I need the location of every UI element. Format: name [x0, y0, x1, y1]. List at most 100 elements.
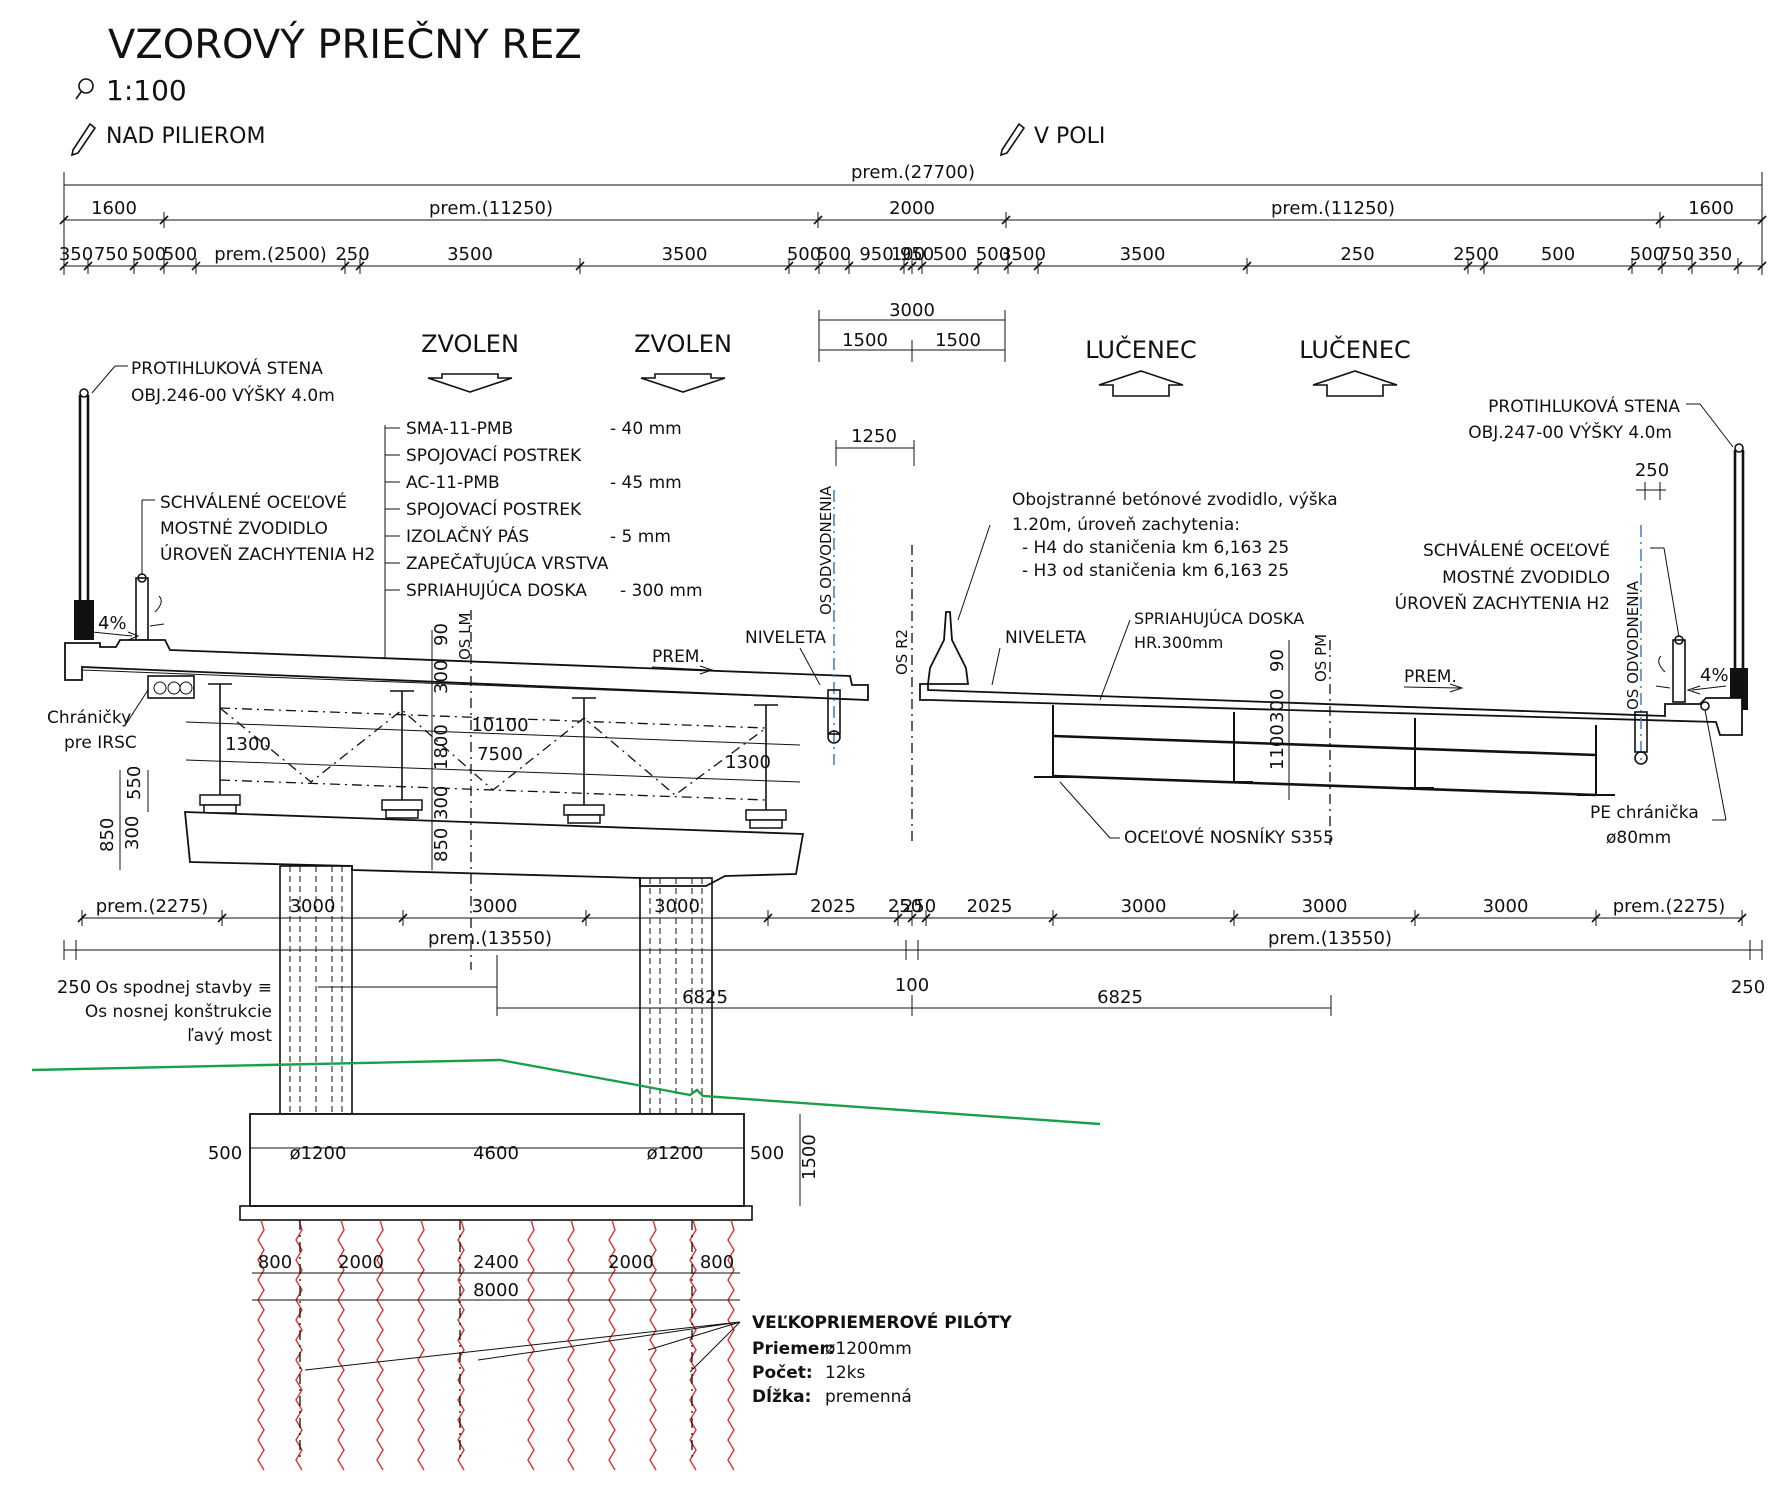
- dim-1300-right: 1300: [725, 752, 771, 773]
- noise-wall-right-line1: PROTIHLUKOVÁ STENA: [1488, 395, 1680, 417]
- axis-label-os-odvodnenia-right: OS ODVODNENIA: [1624, 580, 1642, 710]
- dim-median-label: 3000: [889, 300, 935, 321]
- dim-v1100: 1100: [1267, 724, 1288, 770]
- dim-1250-label: 1250: [851, 426, 897, 447]
- pile-3: [337, 1219, 345, 1471]
- layer-value-6: - 300 mm: [620, 581, 703, 601]
- drawing-title: VZOROVÝ PRIEČNY REZ: [108, 20, 582, 68]
- noise-wall-left-line2: OBJ.246-00 VÝŠKY 4.0m: [131, 384, 335, 406]
- axis-note-line1: Os spodnej stavby ≡: [96, 978, 272, 998]
- dim-row3-10: 950: [859, 244, 893, 265]
- dim-row3-14: 500: [976, 244, 1010, 265]
- pile-9: [608, 1219, 616, 1471]
- dim-bottom-8: 3000: [1121, 896, 1167, 917]
- chranicky-line2: pre IRSC: [64, 733, 137, 753]
- dim-row3-21: 750: [1660, 244, 1694, 265]
- pile-dim-2: 2000: [338, 1252, 384, 1273]
- layer-value-0: - 40 mm: [610, 419, 682, 439]
- pe-note-line2: ø80mm: [1606, 828, 1671, 848]
- piles-note-label-2: Počet:: [752, 1363, 813, 1383]
- guardrail-left: SCHVÁLENÉ OCEĽOVÉ MOSTNÉ ZVODIDLO ÚROVEŇ…: [135, 491, 375, 641]
- dim-row3-17: 250: [1340, 244, 1374, 265]
- piles-note: VEĽKOPRIEMEROVÉ PILÓTY Priemer: ø1200mm …: [304, 1311, 1012, 1407]
- edge-dim-left: 250: [57, 977, 91, 998]
- dim-bottom-4: 2025: [810, 896, 856, 917]
- drawing-scale: 1:100: [106, 74, 187, 107]
- dim-250-right: 250: [1635, 460, 1669, 500]
- dim-row3-1: 750: [94, 244, 128, 265]
- dim-bottom-9: 3000: [1302, 896, 1348, 917]
- concrete-barrier: Obojstranné betónové zvodidlo, výška 1.2…: [926, 490, 1338, 685]
- dim-1250: 1250: [835, 426, 915, 466]
- direction-label: ZVOLEN: [634, 330, 732, 358]
- piles: [257, 1219, 735, 1471]
- dim-row3-5: 250: [335, 244, 369, 265]
- dim-overall-label: prem.(27700): [851, 162, 975, 183]
- pencil-icon: [999, 122, 1026, 157]
- dim-row3-0: 350: [59, 244, 93, 265]
- dim-row3-20: 500: [1630, 244, 1664, 265]
- bottom-total-right: prem.(13550): [1268, 928, 1392, 949]
- dim-v300c: 300: [1267, 689, 1288, 723]
- guardrail-left-line3: ÚROVEŇ ZACHYTENIA H2: [160, 543, 375, 565]
- pile-12: [727, 1219, 735, 1471]
- edge-dim-center: 100: [895, 975, 929, 996]
- layer-name-6: SPRIAHUJÚCA DOSKA: [406, 579, 587, 601]
- dim-bottom-3: 3000: [654, 896, 700, 917]
- pencil-icon: [70, 122, 97, 157]
- pile-dim-3: 2400: [473, 1252, 519, 1273]
- pile-dim-4: 2000: [608, 1252, 654, 1273]
- pile-4: [376, 1219, 384, 1471]
- piles-note-label-1: Priemer:: [752, 1339, 835, 1359]
- axis-label-os-odvodnenia-left: OS ODVODNENIA: [817, 485, 835, 615]
- pile-10: [649, 1219, 657, 1471]
- dim-v1800: 1800: [431, 724, 452, 770]
- direction-label: ZVOLEN: [421, 330, 519, 358]
- dim-v300d: 300: [122, 816, 143, 850]
- footing: 500 ø1200 4600 ø1200 500 1500: [208, 1113, 820, 1221]
- niveleta-left: NIVELETA: [745, 628, 826, 648]
- pier: [184, 811, 805, 1115]
- median-dimension: 3000 1500 1500: [818, 300, 1006, 362]
- axis-note-line3: ľavý most: [187, 1026, 272, 1046]
- arrow-up-icon: [1312, 370, 1398, 397]
- guardrail-right-line2: MOSTNÉ ZVODIDLO: [1442, 566, 1610, 588]
- offset-dim-left: 6825: [682, 987, 728, 1008]
- ground-line: [31, 1058, 1101, 1126]
- layer-name-2: AC-11-PMB: [406, 473, 500, 493]
- footing-dim-left: 500: [208, 1143, 242, 1164]
- dim-250-label: 250: [1635, 460, 1669, 481]
- piles-note-value-1: ø1200mm: [825, 1339, 912, 1359]
- magnifier-icon: [75, 78, 94, 100]
- dim-row3-2: 500: [132, 244, 166, 265]
- layer-name-1: SPOJOVACÍ POSTREK: [406, 444, 582, 466]
- dim-row3-18: 2500: [1453, 244, 1499, 265]
- dim-bottom-1: 3000: [290, 896, 336, 917]
- dim-row3-6: 3500: [447, 244, 493, 265]
- deck-note-line2: HR.300mm: [1134, 633, 1223, 652]
- pile-dims: 800 2000 2400 2000 800 8000: [252, 1252, 740, 1301]
- dim-v90b: 90: [1267, 649, 1288, 672]
- dim-bottom-7: 2025: [967, 896, 1013, 917]
- noise-wall-left: PROTIHLUKOVÁ STENA OBJ.246-00 VÝŠKY 4.0m: [74, 357, 335, 640]
- offset-dim-right: 6825: [1097, 987, 1143, 1008]
- barrier-note-line3: - H4 do staničenia km 6,163 25: [1022, 538, 1289, 558]
- pe-note-line1: PE chránička: [1590, 803, 1699, 823]
- dim-7500: 7500: [477, 744, 523, 765]
- dim-1300-left: 1300: [225, 734, 271, 755]
- piles-note-label-3: Dĺžka:: [752, 1385, 811, 1407]
- deck-right: SPRIAHUJÚCA DOSKA HR.300mm NIVELETA PREM…: [919, 609, 1743, 848]
- dim-row3-7: 3500: [662, 244, 708, 265]
- dim-row2-4: 1600: [1688, 198, 1734, 219]
- footing-dim-center: 4600: [473, 1143, 519, 1164]
- guardrail-right-line3: ÚROVEŇ ZACHYTENIA H2: [1395, 592, 1610, 614]
- dim-row3-15: 3500: [1000, 244, 1046, 265]
- arrow-down-icon: [640, 373, 726, 393]
- deck-note-line1: SPRIAHUJÚCA DOSKA: [1134, 609, 1304, 628]
- dim-row3-9: 500: [817, 244, 851, 265]
- pile-2: [295, 1219, 303, 1471]
- barrier-note-line2: 1.20m, úroveň zachytenia:: [1012, 515, 1240, 535]
